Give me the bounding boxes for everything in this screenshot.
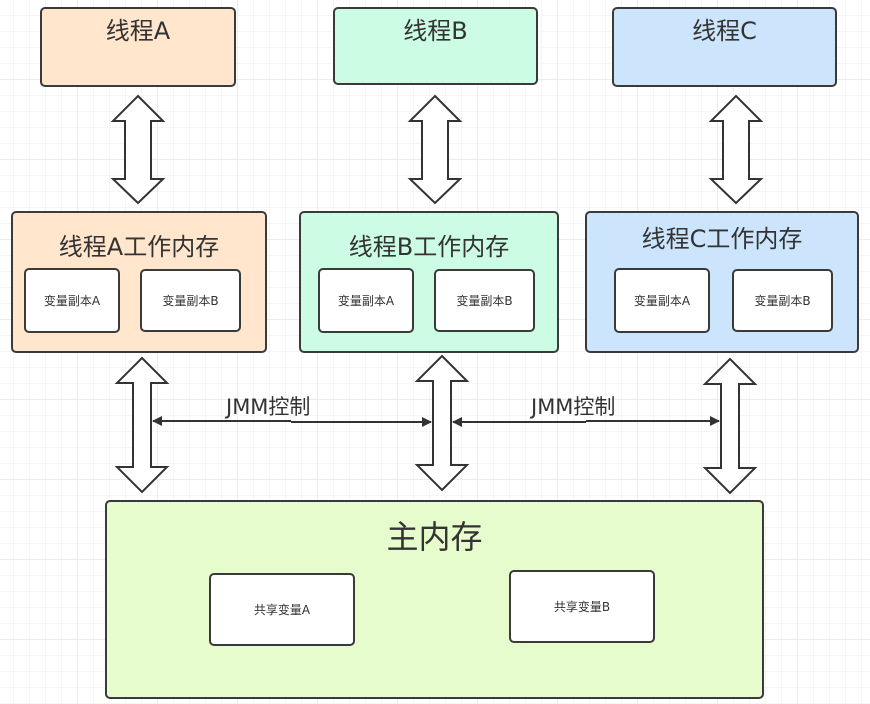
variable-copy-a-label: 变量副本A [337, 294, 395, 308]
double-arrow-thread-a [110, 94, 166, 205]
working-memory-a-label: 线程A工作内存 [58, 233, 220, 261]
thread-a-box[interactable]: 线程A [40, 7, 236, 87]
thread-a-label: 线程A [105, 17, 171, 45]
shared-variable-a[interactable]: 共享变量A [209, 573, 355, 646]
double-arrow-memory-b [414, 354, 470, 492]
variable-copy-a[interactable]: 变量副本A [24, 268, 120, 333]
thread-c-label: 线程C [692, 17, 757, 45]
variable-copy-b-label: 变量副本B [754, 294, 811, 308]
jmm-control-label-right: JMM控制 [531, 395, 616, 419]
shared-variable-a-label: 共享变量A [253, 603, 311, 617]
variable-copy-a[interactable]: 变量副本A [614, 268, 710, 333]
variable-copy-a[interactable]: 变量副本A [318, 268, 414, 333]
working-memory-c[interactable]: 线程C工作内存 变量副本A 变量副本B [585, 211, 859, 353]
working-memory-b-label: 线程B工作内存 [348, 233, 510, 261]
variable-copy-b[interactable]: 变量副本B [434, 269, 535, 332]
thread-b-box[interactable]: 线程B [333, 7, 538, 85]
main-memory-label: 主内存 [386, 518, 483, 556]
working-memory-c-label: 线程C工作内存 [641, 225, 803, 253]
double-arrow-memory-c [702, 357, 758, 495]
shared-variable-b-label: 共享变量B [553, 600, 611, 614]
variable-copy-b-label: 变量副本B [456, 294, 513, 308]
variable-copy-a-label: 变量副本A [43, 294, 101, 308]
thread-c-box[interactable]: 线程C [612, 7, 837, 87]
main-memory-box[interactable]: 主内存 共享变量A 共享变量B [105, 500, 764, 699]
variable-copy-b-label: 变量副本B [162, 294, 219, 308]
thread-b-label: 线程B [403, 17, 468, 45]
double-arrow-thread-b [407, 94, 463, 205]
variable-copy-b[interactable]: 变量副本B [140, 269, 241, 332]
jmm-control-label-left: JMM控制 [226, 395, 311, 419]
shared-variable-b[interactable]: 共享变量B [509, 570, 655, 643]
working-memory-a[interactable]: 线程A工作内存 变量副本A 变量副本B [11, 211, 267, 353]
variable-copy-a-label: 变量副本A [633, 294, 691, 308]
double-arrow-memory-a [114, 356, 170, 494]
double-arrow-thread-c [708, 94, 764, 205]
variable-copy-b[interactable]: 变量副本B [732, 269, 833, 332]
working-memory-b[interactable]: 线程B工作内存 变量副本A 变量副本B [299, 211, 559, 353]
